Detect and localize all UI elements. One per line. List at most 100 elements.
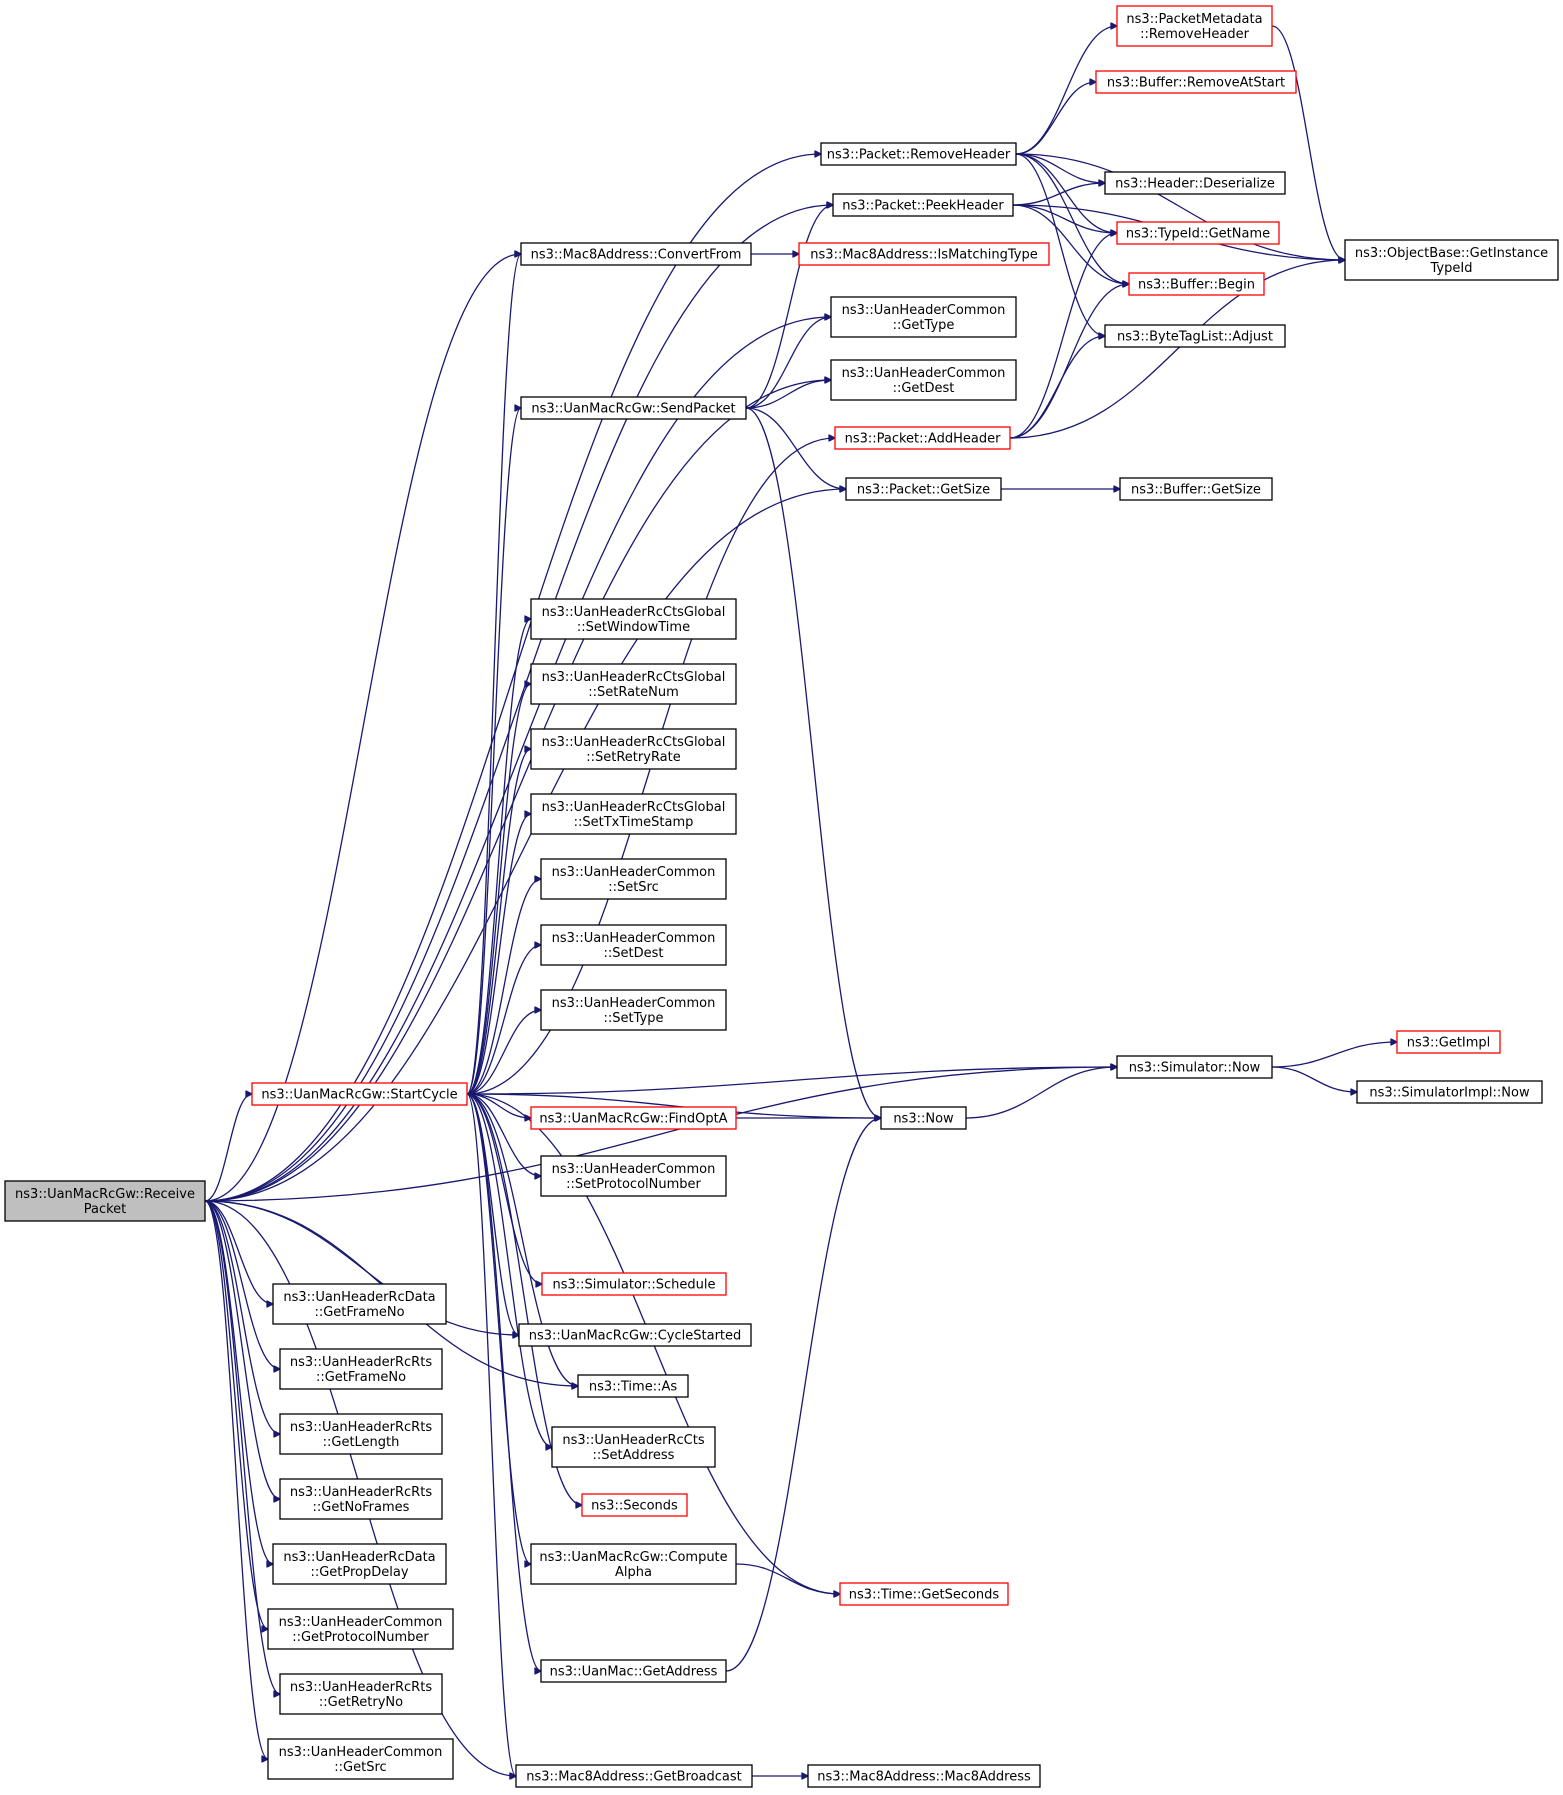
node-label: ns3::Buffer::RemoveAtStart <box>1107 76 1285 91</box>
node-sim-now[interactable]: ns3::Simulator::Now <box>1116 1055 1273 1079</box>
node-rcdata-getpropdelay[interactable]: ns3::UanHeaderRcData::GetPropDelay <box>272 1543 447 1585</box>
node-time-as[interactable]: ns3::Time::As <box>577 1374 689 1398</box>
node-pkt-addheader[interactable]: ns3::Packet::AddHeader <box>834 426 1011 450</box>
node-mac8-getbroadcast[interactable]: ns3::Mac8Address::GetBroadcast <box>515 1764 753 1788</box>
edge-startcycle-to-rccts-setaddress <box>466 1093 552 1447</box>
edge-startcycle-to-uanmac-getaddress <box>466 1093 541 1671</box>
node-box <box>1104 324 1286 348</box>
node-uanmac-getaddress[interactable]: ns3::UanMac::GetAddress <box>540 1659 727 1683</box>
node-mac8-convert[interactable]: ns3::Mac8Address::ConvertFrom <box>520 242 752 266</box>
edge-receive-to-rts-getretryno <box>204 1200 280 1694</box>
node-bytetag-adjust[interactable]: ns3::ByteTagList::Adjust <box>1104 324 1286 348</box>
node-box <box>845 477 1002 501</box>
node-startcycle[interactable]: ns3::UanMacRcGw::StartCycle <box>251 1082 468 1106</box>
edge-receive-to-rts-getnoframes <box>204 1200 280 1499</box>
node-label: ns3::Packet::PeekHeader <box>842 199 1004 214</box>
node-label: ::SetDest <box>604 946 664 961</box>
node-label: ::GetRetryNo <box>319 1695 403 1710</box>
edge-computealpha-to-time-getseconds <box>735 1563 840 1594</box>
node-pkt-removeheader[interactable]: ns3::Packet::RemoveHeader <box>820 142 1017 166</box>
node-rts-getnoframes[interactable]: ns3::UanHeaderRcRts::GetNoFrames <box>279 1478 443 1520</box>
edge-removeheader-md-to-objbase <box>1271 25 1345 260</box>
node-time-getseconds[interactable]: ns3::Time::GetSeconds <box>839 1582 1009 1606</box>
node-typeid-getname[interactable]: ns3::TypeId::GetName <box>1116 221 1280 245</box>
node-label: ::GetNoFrames <box>313 1500 410 1515</box>
node-label: ns3::UanMacRcGw::StartCycle <box>261 1088 457 1103</box>
node-cts-setretryrate[interactable]: ns3::UanHeaderRcCtsGlobal::SetRetryRate <box>530 728 737 770</box>
edge-pkt-addheader-to-objbase <box>1009 260 1345 439</box>
node-box <box>820 142 1017 166</box>
node-label: ns3::Time::As <box>589 1380 678 1395</box>
edge-pkt-removeheader-to-objbase <box>1015 153 1345 260</box>
node-hdr-deserialize[interactable]: ns3::Header::Deserialize <box>1104 171 1286 195</box>
node-box <box>807 1764 1041 1788</box>
node-buf-begin[interactable]: ns3::Buffer::Begin <box>1128 272 1265 296</box>
edge-startcycle-to-hc-setsrc <box>466 879 541 1095</box>
node-box <box>251 1082 468 1106</box>
edge-now-to-sim-now <box>965 1067 1117 1119</box>
edge-pkt-addheader-to-buf-begin <box>1009 284 1129 439</box>
node-label: ns3::Packet::RemoveHeader <box>827 148 1011 163</box>
node-label: ::SetSrc <box>608 880 659 895</box>
edge-sendpacket-to-pkt-getsize <box>745 407 846 489</box>
node-label: ::GetLength <box>323 1435 400 1450</box>
node-findopta[interactable]: ns3::UanMacRcGw::FindOptA <box>530 1106 737 1130</box>
node-pkt-getsize[interactable]: ns3::Packet::GetSize <box>845 477 1002 501</box>
node-cyclestarted[interactable]: ns3::UanMacRcGw::CycleStarted <box>518 1323 752 1347</box>
node-simimpl-now[interactable]: ns3::SimulatorImpl::Now <box>1356 1080 1543 1104</box>
node-label: ::SetTxTimeStamp <box>574 815 694 830</box>
node-box <box>540 924 727 966</box>
node-label: ::SetRetryRate <box>586 750 681 765</box>
node-hc-getdest[interactable]: ns3::UanHeaderCommon::GetDest <box>830 359 1017 401</box>
node-label: ::SetType <box>604 1011 664 1026</box>
node-label: ns3::UanHeaderCommon <box>552 1162 716 1177</box>
node-seconds[interactable]: ns3::Seconds <box>581 1493 688 1517</box>
node-rccts-setaddress[interactable]: ns3::UanHeaderRcCts::SetAddress <box>551 1426 716 1468</box>
node-sendpacket[interactable]: ns3::UanMacRcGw::SendPacket <box>520 396 747 420</box>
node-hc-getprotocol[interactable]: ns3::UanHeaderCommon::GetProtocolNumber <box>267 1608 454 1650</box>
node-label: ns3::GetImpl <box>1407 1036 1491 1051</box>
node-box <box>1116 1055 1273 1079</box>
node-hc-setprotocol[interactable]: ns3::UanHeaderCommon::SetProtocolNumber <box>540 1155 727 1197</box>
node-rts-getframeno[interactable]: ns3::UanHeaderRcRts::GetFrameNo <box>279 1348 443 1390</box>
node-mac8-ctor[interactable]: ns3::Mac8Address::Mac8Address <box>807 1764 1041 1788</box>
node-cts-settxtimestamp[interactable]: ns3::UanHeaderRcCtsGlobal::SetTxTimeStam… <box>530 793 737 835</box>
node-label: ns3::UanHeaderRcCtsGlobal <box>542 605 726 620</box>
node-rts-getlength[interactable]: ns3::UanHeaderRcRts::GetLength <box>279 1413 443 1455</box>
edge-receive-to-pkt-getsize <box>204 489 846 1202</box>
edge-startcycle-to-cts-setratenum <box>466 684 531 1095</box>
node-label: ns3::Mac8Address::ConvertFrom <box>531 248 742 263</box>
node-removeheader-md[interactable]: ns3::PacketMetadata::RemoveHeader <box>1116 5 1273 47</box>
node-box <box>530 728 737 770</box>
edge-pkt-removeheader-to-bytetag-adjust <box>1015 153 1105 336</box>
node-sim-schedule[interactable]: ns3::Simulator::Schedule <box>541 1272 727 1296</box>
node-rts-getretryno[interactable]: ns3::UanHeaderRcRts::GetRetryNo <box>279 1673 443 1715</box>
node-hc-setsrc[interactable]: ns3::UanHeaderCommon::SetSrc <box>540 858 727 900</box>
edge-pkt-peekheader-to-typeid-getname <box>1012 204 1117 233</box>
node-pkt-peekheader[interactable]: ns3::Packet::PeekHeader <box>832 193 1014 217</box>
node-hc-getsrc[interactable]: ns3::UanHeaderCommon::GetSrc <box>267 1738 454 1780</box>
node-label: TypeId <box>1430 261 1473 276</box>
node-label: ns3::UanHeaderRcRts <box>290 1680 432 1695</box>
edge-uanmac-getaddress-to-now <box>725 1118 881 1672</box>
node-box <box>279 1673 443 1715</box>
node-hc-settype[interactable]: ns3::UanHeaderCommon::SetType <box>540 989 727 1031</box>
node-getimpl[interactable]: ns3::GetImpl <box>1396 1030 1501 1054</box>
node-cts-setwindowtime[interactable]: ns3::UanHeaderRcCtsGlobal::SetWindowTime <box>530 598 737 640</box>
node-label: ::SetProtocolNumber <box>566 1177 701 1192</box>
node-rcdata-getframeno[interactable]: ns3::UanHeaderRcData::GetFrameNo <box>272 1283 447 1325</box>
node-mac8-ismatching[interactable]: ns3::Mac8Address::IsMatchingType <box>798 242 1050 266</box>
edge-sim-now-to-getimpl <box>1271 1042 1397 1068</box>
node-buf-removeatstart[interactable]: ns3::Buffer::RemoveAtStart <box>1095 70 1297 94</box>
edge-receive-to-pkt-removeheader <box>204 154 821 1202</box>
node-label: ns3::UanHeaderRcData <box>283 1290 435 1305</box>
node-cts-setratenum[interactable]: ns3::UanHeaderRcCtsGlobal::SetRateNum <box>530 663 737 705</box>
node-hc-gettype[interactable]: ns3::UanHeaderCommon::GetType <box>830 296 1017 338</box>
node-buf-getsize[interactable]: ns3::Buffer::GetSize <box>1119 477 1273 501</box>
node-now[interactable]: ns3::Now <box>880 1106 967 1130</box>
node-hc-setdest[interactable]: ns3::UanHeaderCommon::SetDest <box>540 924 727 966</box>
